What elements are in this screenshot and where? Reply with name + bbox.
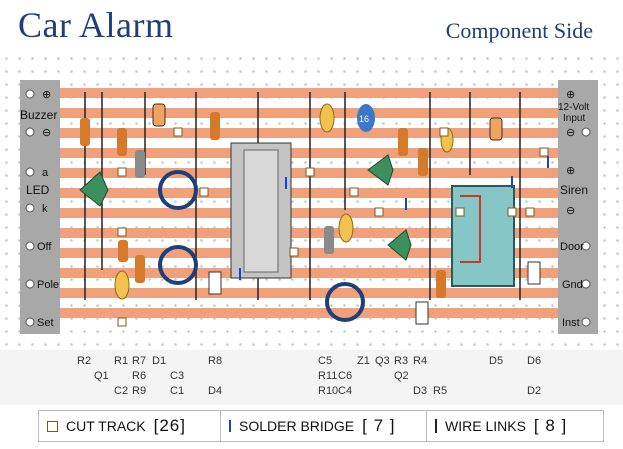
right-label-input: Input xyxy=(563,113,585,124)
right-terminal-siren-minus: ⊖ xyxy=(566,205,575,217)
left-label-led: LED xyxy=(26,183,50,197)
left-terminal-k: k xyxy=(42,203,48,215)
relay xyxy=(451,185,515,287)
ic-body xyxy=(243,149,279,273)
transistor-q1 xyxy=(79,171,109,207)
legend-cut-track: CUT TRACK [26] xyxy=(38,410,228,442)
zener-z1 xyxy=(357,104,375,132)
label-col-q1: Q1 xyxy=(94,370,109,382)
label-col-r5: R5 xyxy=(433,385,448,397)
resistor-r8 xyxy=(210,112,220,140)
transistor-q2 xyxy=(387,229,412,261)
right-label-12volt: 12-Volt xyxy=(558,102,589,113)
resistor-r7 xyxy=(135,150,145,178)
label-col-d1: D1 xyxy=(152,355,167,367)
left-terminal-a: a xyxy=(42,167,49,179)
resistor-r9 xyxy=(118,240,128,262)
resistor-r4 xyxy=(418,148,428,176)
resistor-r11 xyxy=(324,226,334,254)
label-col-q3: Q3 xyxy=(375,355,390,367)
left-terminal-minus: ⊖ xyxy=(42,127,51,139)
electrolytic-c1 xyxy=(158,245,198,285)
label-col-d5: D5 xyxy=(489,355,504,367)
diode-d4 xyxy=(208,271,222,295)
legend-wire-links: WIRE LINKS [ 8 ] xyxy=(426,410,604,442)
left-label-off: Off xyxy=(37,241,52,253)
diode-d5 xyxy=(489,117,503,141)
left-label-pole: Pole xyxy=(37,279,59,291)
legend-bridge-count: [ 7 ] xyxy=(362,416,396,435)
legend-links-count: [ 8 ] xyxy=(533,416,568,435)
electrolytic-c10 xyxy=(325,282,365,322)
legend-cut-count: [26] xyxy=(153,416,186,435)
resistor-r1 xyxy=(117,128,127,156)
zener-label: 16 xyxy=(359,114,369,124)
transistors xyxy=(79,154,412,261)
cut-track-markers xyxy=(117,127,549,327)
left-label-buzzer: Buzzer xyxy=(20,108,57,122)
resistor-r3 xyxy=(398,128,408,156)
right-terminal-strip xyxy=(558,80,598,334)
ceramic-capacitors xyxy=(114,103,454,300)
wire-link-icon xyxy=(435,419,437,433)
label-col-r2: R2 xyxy=(77,355,92,367)
capacitor-c6 xyxy=(338,213,354,243)
right-label-door: Door xyxy=(560,241,584,253)
left-label-set: Set xyxy=(37,317,54,329)
label-col-z1: Z1 xyxy=(357,355,370,367)
legend-links-label: WIRE LINKS xyxy=(445,418,526,434)
right-terminal-screws xyxy=(581,127,591,327)
left-terminal-screws xyxy=(25,89,35,327)
component-label-area xyxy=(0,350,623,405)
legend-cut-label: CUT TRACK xyxy=(66,418,146,434)
resistor-r5 xyxy=(436,270,446,298)
right-label-siren: Siren xyxy=(560,183,588,197)
solder-bridge-icon xyxy=(229,420,231,432)
electrolytic-capacitors xyxy=(158,170,365,322)
legend-solder-bridge: SOLDER BRIDGE [ 7 ] xyxy=(220,410,434,442)
diode-d1 xyxy=(152,103,166,127)
right-terminal-minus: ⊖ xyxy=(566,127,575,139)
capacitor-c5 xyxy=(319,103,335,133)
resistor-r2 xyxy=(80,118,90,146)
legend-bridge-label: SOLDER BRIDGE xyxy=(239,418,355,434)
right-terminal-siren-plus: ⊕ xyxy=(566,165,575,177)
page-title: Car Alarm xyxy=(18,5,174,45)
right-label-inst: Inst xyxy=(562,317,580,329)
diodes xyxy=(152,103,541,325)
resistor-r6 xyxy=(135,255,145,283)
left-terminal-plus: ⊕ xyxy=(42,89,51,101)
page-subtitle: Component Side xyxy=(445,18,593,43)
capacitor-c2 xyxy=(114,270,130,300)
diode-d3 xyxy=(415,301,429,325)
relay-coil-wire xyxy=(460,195,481,263)
transistor-q3 xyxy=(367,154,394,186)
resistors xyxy=(80,112,446,298)
cut-track-icon xyxy=(47,420,58,432)
right-terminal-plus: ⊕ xyxy=(566,89,575,101)
solder-bridges xyxy=(239,156,549,280)
stripboard-background xyxy=(0,52,623,402)
diode-d6 xyxy=(527,261,541,285)
right-label-gnd: Gnd xyxy=(562,279,583,291)
electrolytic-c3 xyxy=(158,170,198,210)
